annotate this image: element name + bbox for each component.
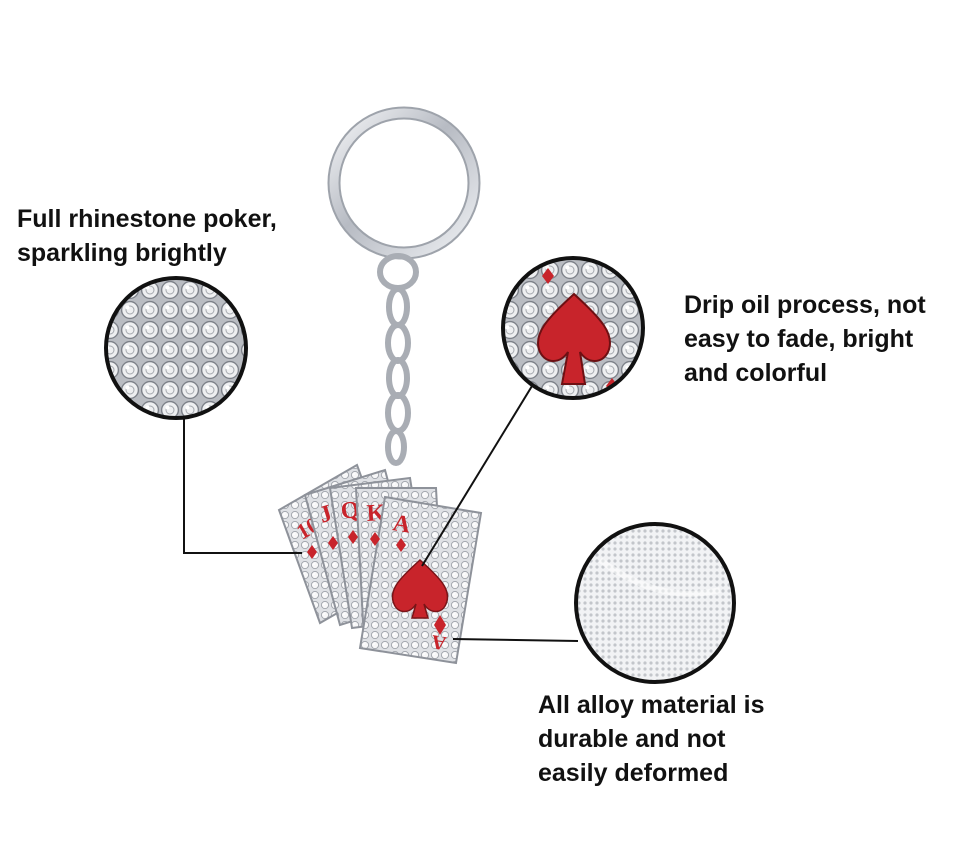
chain-icon: [377, 253, 419, 466]
alloy-caption-line: easily deformed: [538, 759, 729, 787]
callout-lines: [183, 385, 579, 642]
rhinestone-zoom-callout: [104, 276, 248, 420]
card-a: A A: [358, 495, 483, 665]
key-ring-icon: [327, 106, 481, 260]
rhinestone-caption-line: sparkling brightly: [17, 239, 227, 267]
drip-oil-caption-line: and colorful: [684, 359, 828, 387]
drip-oil-caption-line: easy to fade, bright: [684, 325, 914, 353]
rhinestone-caption-line: Full rhinestone poker,: [17, 205, 277, 233]
spade-icon: [391, 558, 449, 619]
poker-card-fan: 10 J Q K A A: [277, 463, 483, 665]
drip-oil-caption: Drip oil process, not easy to fade, brig…: [684, 288, 926, 390]
diamond-icon: [434, 615, 446, 635]
drip-oil-zoom-callout: [501, 256, 645, 400]
alloy-zoom-callout: [574, 522, 736, 684]
alloy-caption-line: All alloy material is: [538, 691, 765, 719]
drip-oil-caption-line: Drip oil process, not: [684, 291, 926, 319]
svg-text:A: A: [391, 510, 413, 538]
alloy-caption-line: durable and not: [538, 725, 726, 753]
svg-text:A: A: [430, 630, 448, 654]
svg-text:Q: Q: [339, 497, 361, 525]
spade-icon: [537, 292, 611, 385]
rhinestone-caption: Full rhinestone poker, sparkling brightl…: [17, 202, 277, 270]
alloy-caption: All alloy material is durable and not ea…: [538, 688, 765, 790]
